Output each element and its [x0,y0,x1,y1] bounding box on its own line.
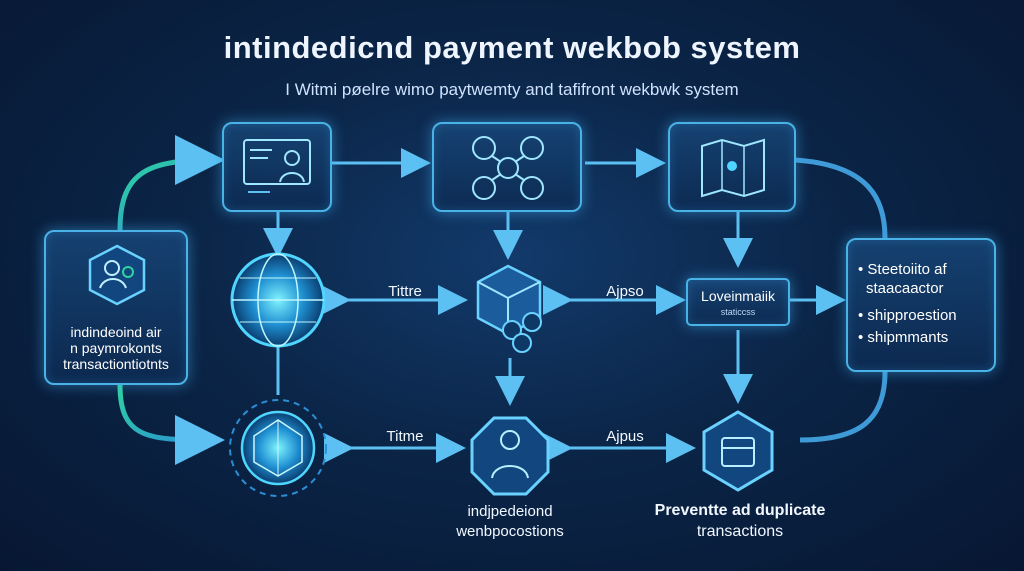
globe-icon [230,252,326,348]
caption-line: indjpedeiond [467,503,553,520]
edge-label: Ajpso [606,283,644,300]
package-icon [476,264,542,353]
page-title: intindedicnd payment wekbob system [223,30,801,65]
status-item: • shipmmants [858,329,949,346]
box-hexagon-icon [702,410,774,492]
network-orb-icon [229,399,327,497]
status-item: • shipproestion [858,307,957,324]
webhook-console-box [222,122,332,212]
status-item: • Steetoiito af [858,261,947,278]
event-network-box [432,122,582,212]
caption-line: transactions [696,523,784,540]
monitor-user-icon [243,139,311,193]
status-list: • Steetoiito af staacaactor • shipproest… [858,260,988,350]
status-item: staacaactor [866,280,944,297]
network-nodes-icon [472,136,544,200]
left-panel-line: transactiontiotnts [63,356,169,372]
user-octagon-icon [470,416,550,496]
ledger-title: Loveinmaiik [701,288,775,304]
edge-label: Tittre [388,283,422,300]
caption-bottom-right: Preventte ad duplicate transactions [635,500,845,542]
edge-label: Titme [386,428,424,445]
caption-line: Preventte ad duplicate [654,502,826,519]
caption-bottom-center: indjpedeiond wenbpocostions [430,502,590,542]
ledger-box: Loveinmaiik staticcss [686,278,790,326]
payment-hexagon-icon [88,244,146,306]
left-panel: indindeoind air n paymrokonts transactio… [44,230,188,385]
right-panel [846,238,996,372]
page-subtitle: I Witmi pøelre wimo paytwemty and tafifr… [285,80,739,99]
left-panel-line: n paymrokonts [70,340,162,356]
map-box [668,122,796,212]
caption-line: wenbpocostions [456,523,564,540]
left-panel-line: indindeoind air [70,324,162,340]
edge-label: Ajpus [606,428,644,445]
arc-right-bottom [799,371,888,443]
arc-right-top [794,157,888,239]
arc-left-top [117,135,225,231]
ledger-subtitle: staticcss [720,307,756,317]
map-icon [701,138,765,198]
arc-left-bottom [117,384,225,465]
